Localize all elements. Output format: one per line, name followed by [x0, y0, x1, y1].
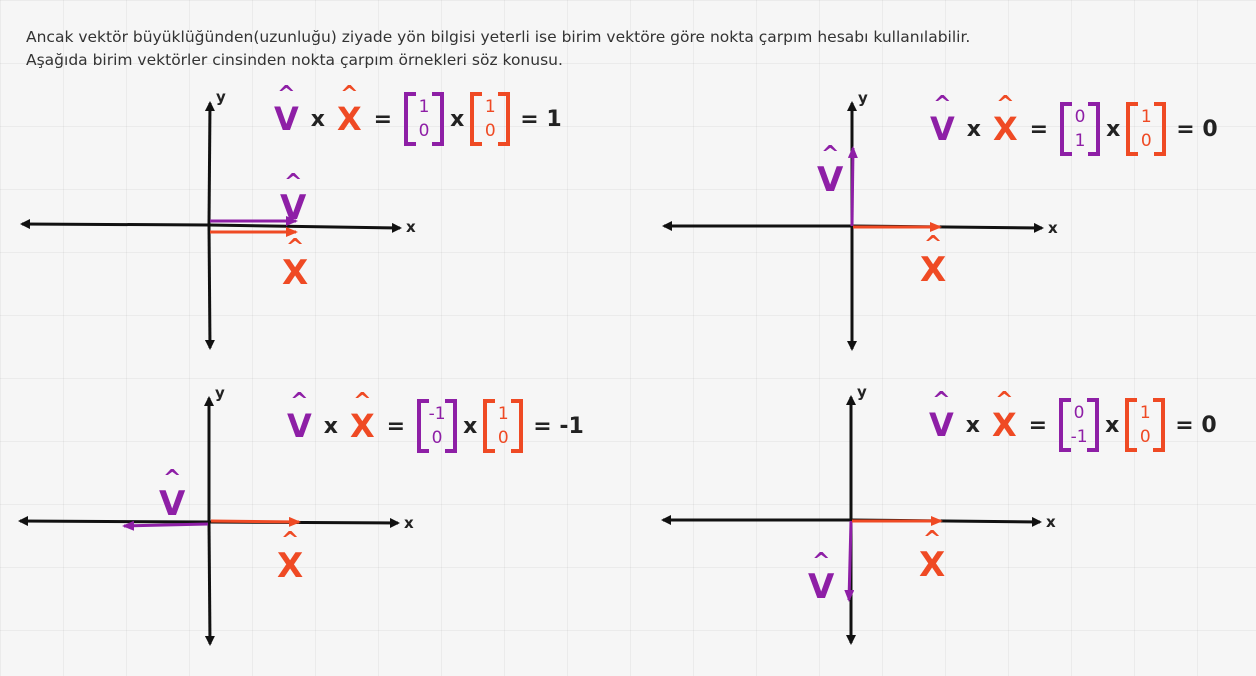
y-axis-label: y	[216, 88, 226, 106]
v-hat-symbol: V	[929, 406, 954, 444]
v-hat-label: V	[808, 567, 834, 607]
x-hat-symbol: X	[993, 110, 1018, 148]
vectors-panel-4	[844, 516, 943, 602]
equation-1: V x X = 10 x 10 = 1	[272, 92, 562, 146]
equals-sign: =	[1029, 116, 1049, 142]
x-hat-symbol: X	[350, 407, 375, 445]
x-hat-label: X	[282, 253, 308, 293]
v-hat-symbol: V	[274, 100, 299, 138]
v-vector-arrow	[847, 146, 858, 227]
equation-3: V x X = -10 x 10 = -1	[285, 399, 584, 453]
times-sign: x	[1106, 116, 1121, 142]
x-hat-symbol: X	[992, 406, 1017, 444]
result: = -1	[533, 413, 584, 439]
intro-text: Ancak vektör büyüklüğünden(uzunluğu) ziy…	[26, 26, 970, 72]
times-sign: x	[450, 106, 465, 132]
equals-sign: =	[1028, 412, 1048, 438]
intro-line-2: Aşağıda birim vektörler cinsinden nokta …	[26, 51, 563, 69]
v-vector-arrow	[122, 520, 209, 531]
v-hat-symbol: V	[287, 407, 312, 445]
intro-line-1: Ancak vektör büyüklüğünden(uzunluğu) ziy…	[26, 28, 971, 46]
equation-2: V x X = 01 x 10 = 0	[928, 102, 1218, 156]
x-vector-arrow	[210, 516, 301, 527]
times-sign: x	[966, 116, 981, 142]
result: = 1	[520, 106, 562, 132]
x-hat-symbol: X	[337, 100, 362, 138]
times-sign: x	[310, 106, 325, 132]
times-sign: x	[323, 413, 338, 439]
result: = 0	[1175, 412, 1217, 438]
y-axis-label: y	[858, 89, 868, 107]
x-axis-label: x	[1048, 219, 1058, 237]
v-vector-arrow	[844, 520, 855, 602]
x-axis-label: x	[406, 218, 416, 236]
vectors-panel-2	[847, 146, 942, 232]
x-axis-label: x	[1046, 513, 1056, 531]
result: = 0	[1176, 116, 1218, 142]
times-sign: x	[463, 413, 478, 439]
x-hat-label: X	[920, 250, 946, 290]
equation-4: V x X = 0-1 x 10 = 0	[927, 398, 1217, 452]
equals-sign: =	[386, 413, 406, 439]
vectors-panel-3	[122, 516, 301, 531]
v-hat-symbol: V	[930, 110, 955, 148]
equals-sign: =	[373, 106, 393, 132]
v-hat-label: V	[159, 484, 185, 524]
times-sign: x	[965, 412, 980, 438]
y-axis-label: y	[215, 384, 225, 402]
v-hat-label: V	[280, 188, 306, 228]
x-axis-label: x	[404, 514, 414, 532]
v-hat-label: V	[817, 160, 843, 200]
x-hat-label: X	[919, 545, 945, 585]
x-hat-label: X	[277, 546, 303, 586]
times-sign: x	[1105, 412, 1120, 438]
v-matrix: 0-1	[1059, 398, 1100, 452]
y-axis-label: y	[857, 383, 867, 401]
